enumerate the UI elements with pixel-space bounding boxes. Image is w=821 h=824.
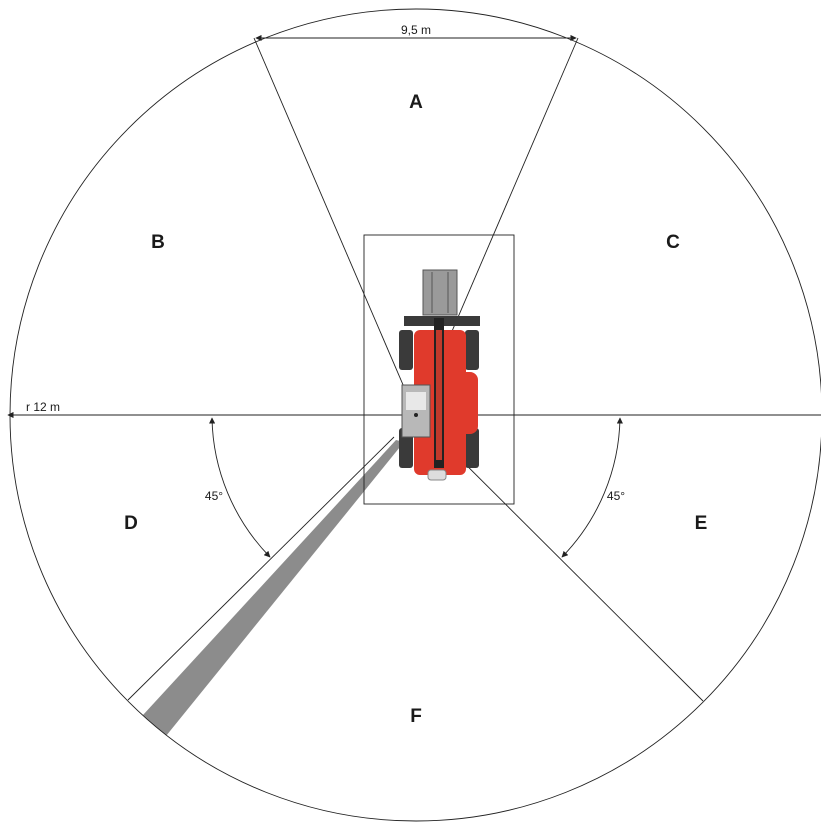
zone-label-a: A xyxy=(409,92,423,113)
telehandler-icon xyxy=(399,269,480,481)
angle-label-right: 45° xyxy=(607,489,625,503)
sector-lines xyxy=(253,37,704,702)
angle-arc-right xyxy=(561,417,624,558)
zone-label-e: E xyxy=(695,513,708,534)
zone-label-d: D xyxy=(124,513,138,534)
radius-label: r 12 m xyxy=(26,400,60,414)
machine-outline xyxy=(363,234,515,505)
zone-label-b: B xyxy=(151,232,165,253)
angle-arc-left xyxy=(208,417,271,558)
zone-label-f: F xyxy=(410,706,422,727)
width-dimension-label: 9,5 m xyxy=(401,23,431,37)
boom-shadow xyxy=(127,436,404,736)
angle-label-left: 45° xyxy=(205,489,223,503)
zone-label-c: C xyxy=(666,232,680,253)
